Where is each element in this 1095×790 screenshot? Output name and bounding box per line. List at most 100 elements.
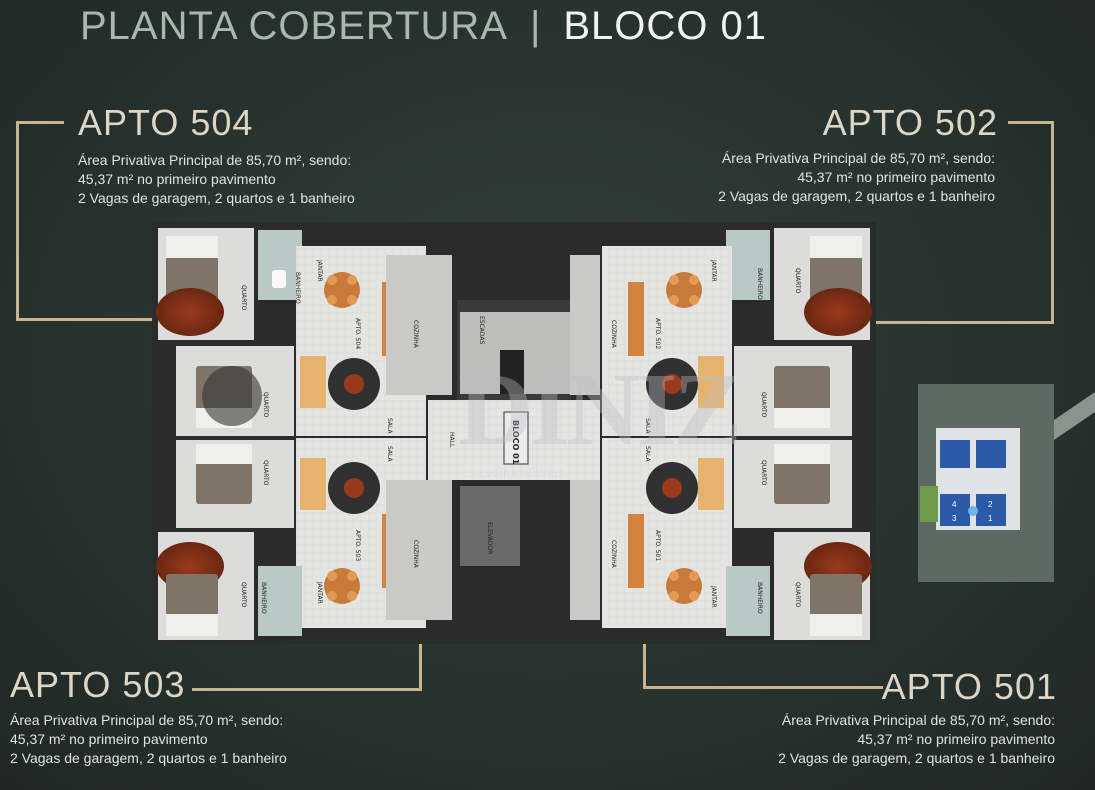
label-cozinha-504: COZINHA <box>412 320 419 349</box>
apartment-504-plan <box>156 228 452 436</box>
apt-503-line1: Área Privativa Principal de 85,70 m², se… <box>10 712 284 728</box>
apt-504-line3: 2 Vagas de garagem, 2 quartos e 1 banhei… <box>78 190 355 206</box>
shaft <box>500 350 524 394</box>
site-map-road <box>1054 392 1095 440</box>
callout-line-504-bottom <box>16 318 156 321</box>
bed-linen-504-a <box>166 236 218 258</box>
unit-2-bottom <box>976 494 1006 526</box>
apt-503-line2: 45,37 m² no primeiro pavimento <box>10 731 208 747</box>
stairs-501 <box>570 480 600 620</box>
label-quarto-503-b: QUARTO <box>262 460 269 486</box>
watermark-subtitle: SILVEIRA IMÓVEIS <box>470 469 566 479</box>
sofa-503 <box>300 458 326 510</box>
apt-501-name: APTO 501 <box>881 666 1057 707</box>
kitchen-counter-501 <box>628 514 644 588</box>
bloco-label-box <box>503 411 529 465</box>
sofa-501 <box>698 458 724 510</box>
callout-line-504-vert <box>16 121 19 321</box>
label-sala-504: SALA <box>386 418 393 435</box>
kitchen-counter-502 <box>628 282 644 356</box>
elevator <box>460 486 520 566</box>
label-sala-501: SALA <box>644 446 651 463</box>
label-banheiro-502: BANHEIRO <box>756 268 763 300</box>
label-apto-502: APTO. 502 <box>654 318 661 349</box>
callout-line-503-horiz <box>192 688 422 691</box>
label-jantar-502: JANTAR <box>710 259 717 282</box>
label-quarto-502-b: QUARTO <box>760 392 767 418</box>
label-apto-503: APTO. 503 <box>354 530 361 561</box>
apt-504-description: Área Privativa Principal de 85,70 m², se… <box>78 151 355 208</box>
banheiro-504 <box>258 230 302 300</box>
unit-2-top <box>976 440 1006 468</box>
stairs-502 <box>570 255 600 395</box>
callout-line-501-horiz <box>643 686 883 689</box>
title-block: BLOCO 01 <box>563 4 767 48</box>
label-quarto-504-b: QUARTO <box>262 392 269 418</box>
unit-4-bottom <box>940 494 970 526</box>
label-cozinha-503: COZINHA <box>412 540 419 569</box>
label-quarto-501-b: QUARTO <box>760 460 767 486</box>
apt-502-description: Área Privativa Principal de 85,70 m², se… <box>718 149 995 206</box>
label-cozinha-502: COZINHA <box>610 320 617 349</box>
unit-4-top <box>940 440 970 468</box>
label-apto-504: APTO. 504 <box>354 318 361 349</box>
banheiro-503 <box>258 566 302 636</box>
site-location-map <box>918 384 1095 582</box>
label-quarto-502-a: QUARTO <box>794 268 801 294</box>
label-escadas: ESCADAS <box>478 316 485 345</box>
label-quarto-504-a: QUARTO <box>240 285 247 311</box>
banheiro-501 <box>726 566 770 636</box>
site-map-unit-3: 3 <box>952 514 957 523</box>
sofa-502 <box>698 356 724 408</box>
callout-line-503-vert <box>419 632 422 691</box>
apt-504-line1: Área Privativa Principal de 85,70 m², se… <box>78 152 352 168</box>
apt-501-line3: 2 Vagas de garagem, 2 quartos e 1 banhei… <box>778 750 1055 766</box>
label-banheiro-501: BANHEIRO <box>756 582 763 614</box>
label-apto-501: APTO. 501 <box>654 530 661 561</box>
callout-line-504-top <box>16 121 64 124</box>
watermark-logo: DINIZ <box>458 352 743 467</box>
apt-502-name: APTO 502 <box>822 102 998 143</box>
callout-line-502-bottom <box>874 321 1054 324</box>
label-quarto-501-a: QUARTO <box>794 582 801 608</box>
site-map-unit-4: 4 <box>952 500 957 509</box>
title-separator: | <box>529 4 542 48</box>
callout-line-501-vert <box>643 632 646 689</box>
label-bloco: BLOCO 01 <box>511 420 520 465</box>
apt-501-line2: 45,37 m² no primeiro pavimento <box>857 731 1055 747</box>
label-jantar-504: JANTAR <box>316 259 323 282</box>
label-quarto-503-a: QUARTO <box>240 582 247 608</box>
label-sala-503: SALA <box>386 446 393 463</box>
page-title: PLANTA COBERTURA | BLOCO 01 <box>80 4 767 49</box>
label-hall: HALL <box>448 432 455 448</box>
apt-503-name: APTO 503 <box>10 664 186 705</box>
site-map-unit-2: 2 <box>988 500 993 509</box>
apt-502-line2: 45,37 m² no primeiro pavimento <box>797 169 995 185</box>
apartment-502-plan <box>570 228 872 436</box>
sofa-504 <box>300 356 326 408</box>
apt-503-line3: 2 Vagas de garagem, 2 quartos e 1 banhei… <box>10 750 287 766</box>
title-plan: PLANTA COBERTURA <box>80 4 508 48</box>
label-elevador: ELEVADOR <box>486 522 493 554</box>
callout-line-502-top <box>1008 121 1054 124</box>
label-sala-502: SALA <box>644 418 651 435</box>
site-map-unit-1: 1 <box>988 514 993 523</box>
label-banheiro-503: BANHEIRO <box>260 582 267 614</box>
core-plan <box>428 312 600 566</box>
apt-504-line2: 45,37 m² no primeiro pavimento <box>78 171 276 187</box>
apt-503-description: Área Privativa Principal de 85,70 m², se… <box>10 711 287 768</box>
apt-501-line1: Área Privativa Principal de 85,70 m², se… <box>781 712 1055 728</box>
apartment-503-plan <box>156 438 452 640</box>
stairs-504 <box>386 255 452 395</box>
apartment-501-plan <box>570 438 872 640</box>
site-map-core-marker <box>968 506 978 516</box>
label-jantar-503: JANTAR <box>316 581 323 604</box>
label-jantar-501: JANTAR <box>710 585 717 608</box>
apt-501-description: Área Privativa Principal de 85,70 m², se… <box>778 711 1055 768</box>
label-cozinha-501: COZINHA <box>610 540 617 569</box>
label-banheiro-504: BANHEIRO <box>294 272 301 304</box>
banheiro-502 <box>726 230 770 300</box>
apt-502-line3: 2 Vagas de garagem, 2 quartos e 1 banhei… <box>718 188 995 204</box>
rug-502-a <box>804 288 872 336</box>
